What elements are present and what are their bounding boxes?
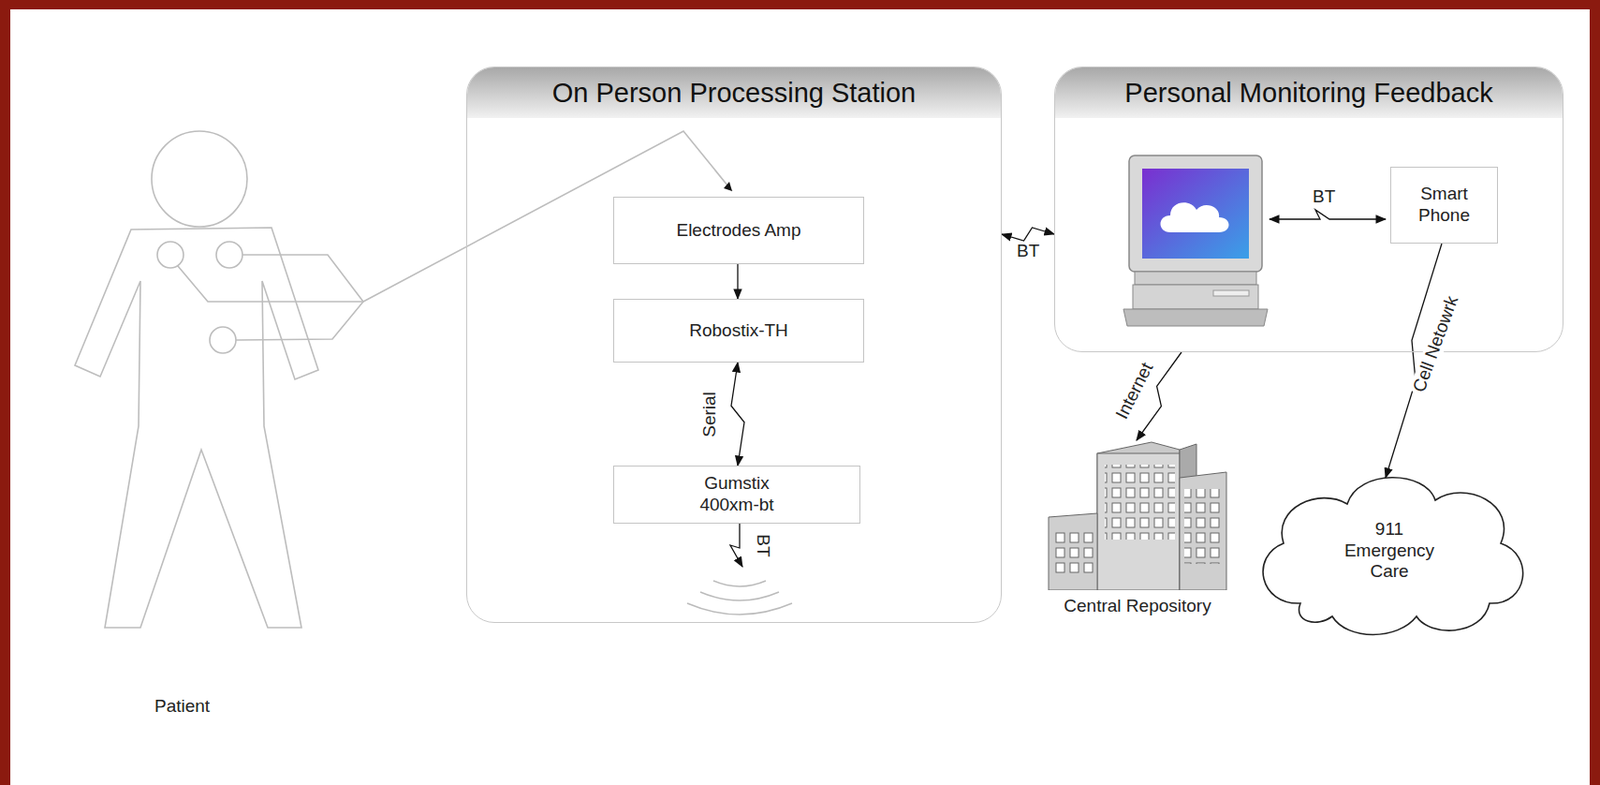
group-header: On Person Processing Station bbox=[467, 67, 1001, 118]
page-ground bbox=[10, 9, 1590, 785]
connector-arrow bbox=[736, 264, 738, 299]
process-box: Smart Phone bbox=[1390, 166, 1498, 244]
node-text: Electrodes Amp bbox=[675, 220, 801, 241]
edge-label: BT bbox=[1014, 241, 1042, 262]
node-text: Personal Monitoring Feedback bbox=[1124, 77, 1493, 109]
computer-icon bbox=[1123, 155, 1268, 326]
process-box: Gumstix 400xm-bt bbox=[613, 465, 861, 524]
node-text: Central Repository bbox=[1039, 595, 1236, 617]
node-text: 911 Emergency Care bbox=[1334, 518, 1445, 583]
antenna-waves bbox=[687, 580, 793, 615]
process-box: Electrodes Amp bbox=[613, 196, 865, 265]
group-header: Personal Monitoring Feedback bbox=[1055, 67, 1563, 118]
cloud-shape: 911 Emergency Care bbox=[1242, 462, 1537, 639]
free-label: Patient bbox=[152, 696, 212, 717]
building-node: Central Repository bbox=[1039, 440, 1236, 628]
wireless-link bbox=[731, 362, 745, 466]
edge-label: Cell Netowrk bbox=[1409, 291, 1464, 397]
node-text: Smart Phone bbox=[1409, 183, 1480, 227]
node-text: On Person Processing Station bbox=[552, 77, 916, 109]
node-text: Robostix-TH bbox=[689, 320, 789, 341]
group-panel: Personal Monitoring FeedbackSmart Phone bbox=[1054, 66, 1564, 353]
wire-arrowhead bbox=[723, 181, 733, 191]
free-label: BT bbox=[752, 531, 773, 558]
edge-label: Internet bbox=[1111, 357, 1159, 424]
process-box: Robostix-TH bbox=[613, 298, 865, 363]
wireless-link bbox=[1001, 227, 1055, 241]
building-icon bbox=[1039, 440, 1236, 590]
group-panel: On Person Processing StationElectrodes A… bbox=[466, 66, 1002, 623]
node-text: Gumstix 400xm-bt bbox=[685, 472, 789, 516]
free-label: BT bbox=[1310, 187, 1337, 207]
edge-label: Serial bbox=[699, 389, 720, 440]
